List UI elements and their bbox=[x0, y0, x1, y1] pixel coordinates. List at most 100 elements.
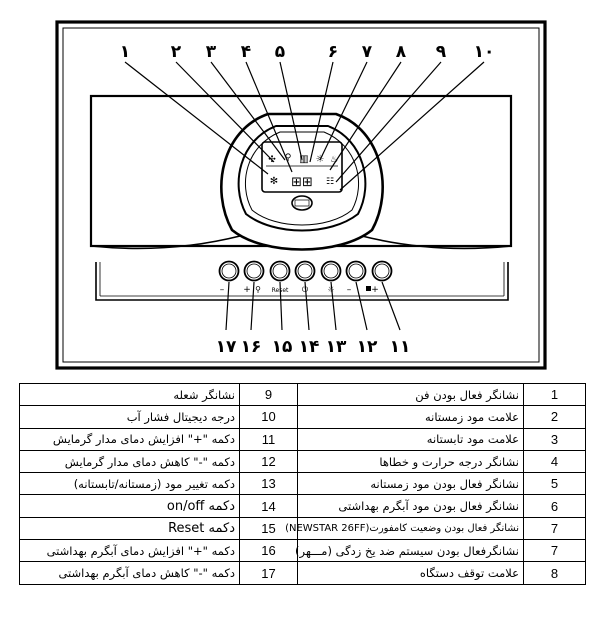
callout-line bbox=[319, 61, 368, 161]
legend-right-number: 7 bbox=[523, 516, 586, 541]
callout-line bbox=[335, 61, 442, 183]
callout-line bbox=[381, 281, 401, 331]
legend-left-text: دکمه "+" افزایش دمای آبگرم بهداشتی bbox=[19, 539, 240, 563]
legend-left-text: دکمه "-" کاهش دمای مدار گرمایش bbox=[19, 449, 240, 474]
top-callout-number: ۱۰ bbox=[474, 42, 495, 62]
legend-left-text: دکمه "+" افزایش دمای مدار گرمایش bbox=[19, 427, 240, 451]
radiator-icon: ▥ bbox=[299, 154, 308, 165]
legend-right-text: نشانگر فعال بودن فن bbox=[297, 382, 524, 407]
legend-right-number: 5 bbox=[523, 472, 586, 496]
bottom-callout-number: ۱۶ bbox=[241, 337, 262, 357]
callout-line bbox=[175, 61, 275, 163]
outer-frame bbox=[55, 20, 547, 370]
legend-left-text: دکمه on/off bbox=[19, 494, 240, 518]
legend-right-text: نشانگرفعال بودن سیستم ضد یخ زدگی (مـــهر… bbox=[295, 539, 524, 563]
legend-left-number: 13 bbox=[239, 472, 298, 496]
legend-right-text: نشانگر فعال بودن مود زمستانه bbox=[297, 472, 524, 496]
mode-icon: ☼ bbox=[327, 285, 334, 294]
tap-small-icon: ⚲ bbox=[255, 285, 261, 294]
callout-line bbox=[225, 281, 230, 331]
callout-line bbox=[279, 281, 283, 331]
button-label: + bbox=[371, 285, 379, 295]
legend-left-number: 12 bbox=[239, 449, 298, 474]
legend-left-text: نشانگر شعله bbox=[19, 382, 240, 407]
bottom-callout-number: ۱۵ bbox=[272, 337, 293, 357]
top-callout-number: ۹ bbox=[436, 42, 447, 62]
legend-left-number: 10 bbox=[239, 405, 298, 429]
bottom-callout-number: ۱۴ bbox=[299, 337, 320, 357]
top-callout-lines bbox=[124, 61, 485, 191]
display-button-grille bbox=[294, 199, 310, 207]
callout-line bbox=[309, 61, 334, 163]
inner-frame bbox=[62, 27, 540, 363]
control-button-ring bbox=[272, 263, 288, 279]
legend-right-number: 8 bbox=[523, 561, 586, 585]
top-callout-number: ۷ bbox=[362, 42, 373, 62]
legend-left-text: دکمه تغییر مود (زمستانه/تابستانه) bbox=[19, 472, 240, 496]
bottom-callout-number: ۱۱ bbox=[390, 337, 411, 357]
button-label: – bbox=[347, 285, 352, 295]
top-callout-number: ۵ bbox=[275, 42, 285, 62]
lower-bay bbox=[95, 262, 509, 301]
legend-right-text: نشانگر درجه حرارت و خطاها bbox=[297, 449, 524, 474]
callout-line bbox=[339, 61, 485, 191]
control-button-ring bbox=[374, 263, 390, 279]
flame-icon: ♨ bbox=[330, 155, 338, 165]
legend-right-number: 7 bbox=[523, 539, 586, 563]
control-button-ring bbox=[323, 263, 339, 279]
top-callout-number: ۴ bbox=[241, 42, 251, 62]
callout-line bbox=[210, 61, 286, 161]
top-callout-number: ۱ bbox=[120, 42, 130, 62]
callout-line bbox=[250, 281, 255, 331]
snowflake-icon: ✻ bbox=[270, 176, 278, 187]
legend-right-text: نشانگر فعال بودن وضعیت کامفورت(NEWSTAR 2… bbox=[285, 516, 524, 541]
top-callout-number: ۶ bbox=[328, 42, 338, 62]
callout-line bbox=[355, 281, 368, 331]
legend-right-text: علامت مود تابستانه bbox=[297, 427, 524, 451]
callout-line bbox=[245, 61, 293, 173]
legend-left-number: 16 bbox=[239, 539, 298, 563]
callout-line bbox=[329, 61, 402, 171]
callout-line bbox=[330, 281, 337, 331]
control-button-ring bbox=[348, 263, 364, 279]
callout-line bbox=[304, 281, 310, 331]
callout-line bbox=[279, 61, 303, 161]
callout-line bbox=[124, 61, 269, 175]
legend-right-number: 6 bbox=[523, 494, 586, 518]
top-callout-number: ۲ bbox=[171, 42, 182, 62]
legend-right-text: علامت توقف دستگاه bbox=[297, 561, 524, 585]
legend-left-number: 9 bbox=[239, 382, 298, 407]
pressure-icon: ☷ bbox=[326, 177, 334, 187]
legend-right-text: نشانگر فعال بودن مود آبگرم بهداشتی bbox=[297, 494, 524, 518]
legend-right-text: علامت مود زمستانه bbox=[297, 405, 524, 429]
display-button bbox=[291, 195, 313, 211]
radiator-small-icon bbox=[366, 286, 371, 291]
top-callout-number: ۳ bbox=[206, 42, 217, 62]
legend-left-text: دکمه "-" کاهش دمای آبگرم بهداشتی bbox=[19, 561, 240, 585]
legend-left-number: 17 bbox=[239, 561, 298, 585]
bottom-callout-number: ۱۳ bbox=[326, 337, 347, 357]
button-label: – bbox=[220, 285, 225, 295]
tap-icon: ⚲ bbox=[285, 153, 292, 163]
control-button-ring bbox=[221, 263, 237, 279]
control-button-ring bbox=[297, 263, 313, 279]
legend-left-number: 11 bbox=[239, 427, 298, 451]
legend-left-number: 14 bbox=[239, 494, 298, 518]
legend-left-text: درجه دیجیتال فشار آب bbox=[19, 405, 240, 429]
legend-right-number: 2 bbox=[523, 405, 586, 429]
bottom-callout-number: ۱۷ bbox=[216, 337, 237, 357]
